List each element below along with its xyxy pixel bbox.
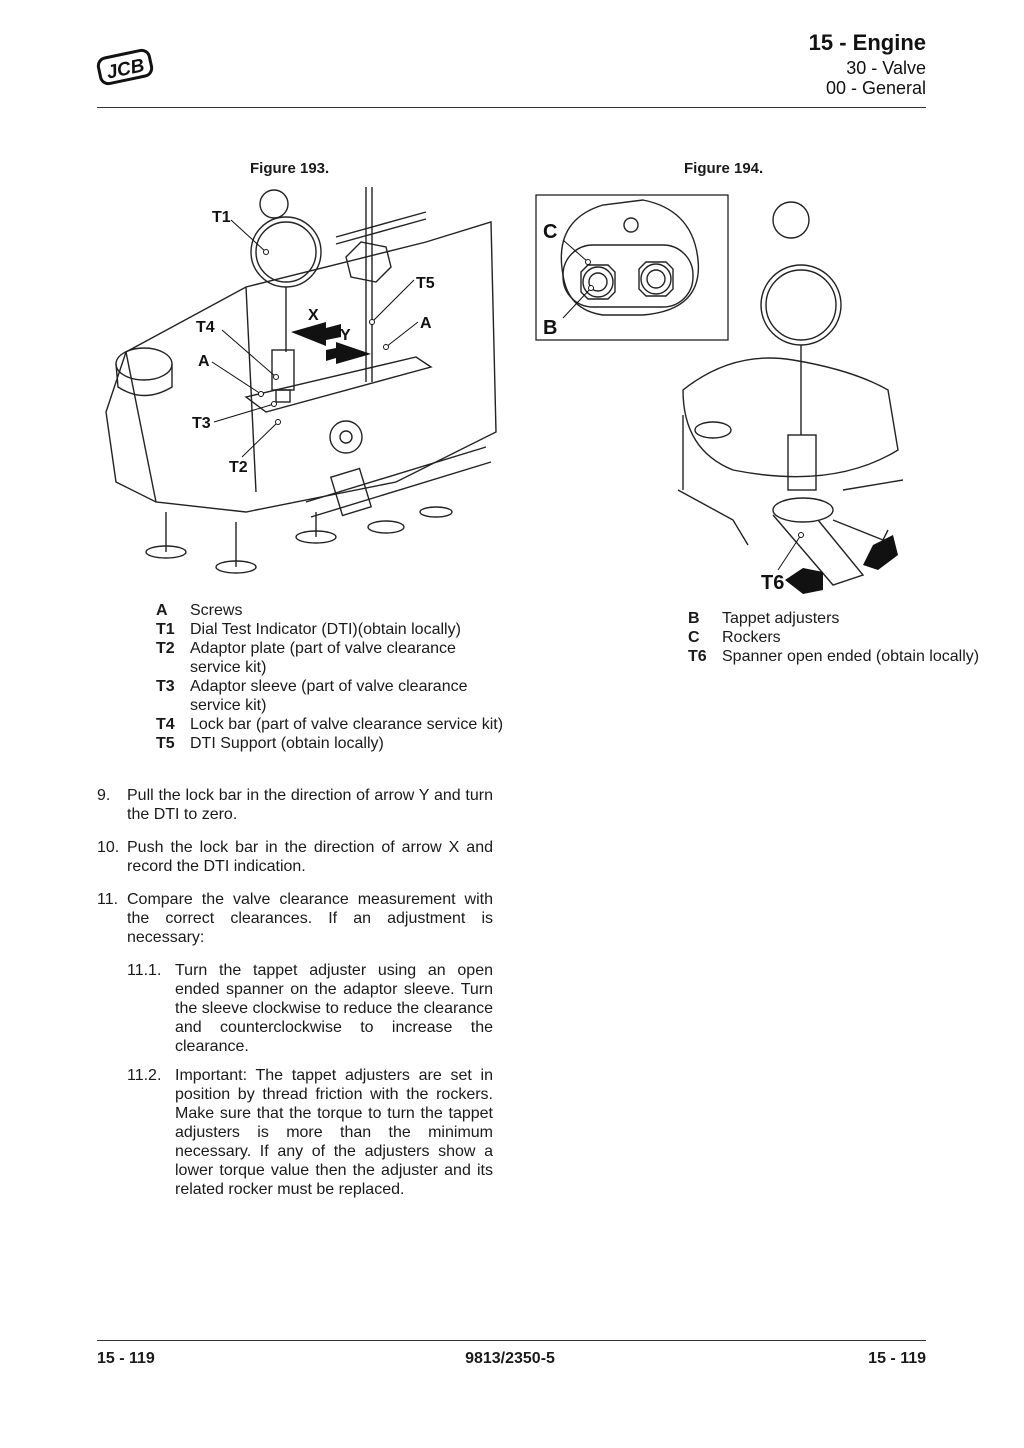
legend-text: Adaptor plate (part of valve clearance s… <box>190 640 456 676</box>
step-text: Push the lock bar in the direction of ar… <box>127 839 493 875</box>
procedure-step: 9. Pull the lock bar in the direction of … <box>97 786 493 824</box>
legend-text: Tappet adjusters <box>722 610 840 627</box>
document-number: 9813/2350-5 <box>465 1350 555 1367</box>
legend-text: Rockers <box>722 629 781 646</box>
callout-t6: T6 <box>761 572 784 594</box>
legend-item: T3 Adaptor sleeve (part of valve clearanc… <box>156 677 506 715</box>
step-text: Pull the lock bar in the direction of ar… <box>127 787 493 823</box>
step-text: Compare the valve clearance measurement … <box>127 891 493 946</box>
figure-193-legend: A Screws T1 Dial Test Indicator (DTI)(obta… <box>156 601 506 753</box>
legend-key: A <box>156 602 168 619</box>
legend-text: Spanner open ended (obtain locally) <box>722 648 980 665</box>
procedure-step: 10. Push the lock bar in the direction of… <box>97 838 493 876</box>
footer-divider <box>97 1340 926 1341</box>
substep-number: 11.1. <box>127 962 162 979</box>
procedure-steps: 9. Pull the lock bar in the direction of … <box>97 786 493 1209</box>
callout-t3: T3 <box>192 415 211 432</box>
page-number-left: 15 - 119 <box>97 1350 155 1367</box>
legend-key: B <box>688 610 700 627</box>
callout-x: X <box>308 307 319 324</box>
legend-item: B Tappet adjusters <box>688 609 1008 628</box>
legend-item: T1 Dial Test Indicator (DTI)(obtain local… <box>156 620 506 639</box>
tappet-adjuster-illustration: C B T6 <box>535 194 904 594</box>
figure-193: T1 T5 X A T4 Y A T3 T2 <box>96 182 501 592</box>
callout-t5: T5 <box>416 275 435 292</box>
jcb-logo-icon: JCB <box>96 48 154 86</box>
figure-194-caption: Figure 194. <box>684 160 764 177</box>
legend-text: Adaptor sleeve (part of valve clearance … <box>190 678 468 714</box>
legend-text: Screws <box>190 602 243 619</box>
callout-t1: T1 <box>212 209 231 226</box>
engine-valve-illustration: T1 T5 X A T4 Y A T3 T2 <box>105 187 497 574</box>
legend-key: C <box>688 629 700 646</box>
legend-item: C Rockers <box>688 628 1008 647</box>
callout-y: Y <box>340 327 351 344</box>
legend-item: T5 DTI Support (obtain locally) <box>156 734 506 753</box>
section-title: 15 - Engine <box>808 30 926 55</box>
legend-key: T5 <box>156 735 175 752</box>
procedure-step: 11. Compare the valve clearance measureme… <box>97 890 493 947</box>
legend-item: A Screws <box>156 601 506 620</box>
legend-text: Lock bar (part of valve clearance servic… <box>190 716 504 733</box>
legend-key: T4 <box>156 716 175 733</box>
callout-a-right: A <box>420 315 432 332</box>
procedure-substep: 11.2. Important: The tappet adjusters are… <box>127 1066 493 1199</box>
substep-text: Turn the tappet adjuster using an open e… <box>175 962 493 1055</box>
step-number: 11. <box>97 891 119 908</box>
jcb-logo: JCB <box>96 45 154 89</box>
legend-text: DTI Support (obtain locally) <box>190 735 384 752</box>
legend-item: T4 Lock bar (part of valve clearance serv… <box>156 715 506 734</box>
figure-193-caption: Figure 193. <box>250 160 330 177</box>
substep-text: Important: The tappet adjusters are set … <box>175 1067 493 1198</box>
legend-key: T1 <box>156 621 175 638</box>
legend-key: T3 <box>156 678 175 695</box>
callout-c: C <box>543 221 557 243</box>
section-subsection: 00 - General <box>825 78 926 98</box>
step-number: 10. <box>97 839 120 856</box>
callout-b: B <box>543 317 557 339</box>
figure-194-legend: B Tappet adjusters C Rockers T6 Spanner ope… <box>688 609 1008 666</box>
callout-t4: T4 <box>196 319 215 336</box>
step-number: 9. <box>97 787 111 804</box>
legend-item: T2 Adaptor plate (part of valve clearance… <box>156 639 506 677</box>
legend-key: T6 <box>688 648 707 665</box>
legend-item: T6 Spanner open ended (obtain locally) <box>688 647 1008 666</box>
legend-key: T2 <box>156 640 175 657</box>
callout-a-left: A <box>198 353 210 370</box>
header-divider <box>97 107 926 108</box>
page-number-right: 15 - 119 <box>868 1350 926 1367</box>
legend-text: Dial Test Indicator (DTI)(obtain locally… <box>190 621 461 638</box>
callout-t2: T2 <box>229 459 248 476</box>
substep-number: 11.2. <box>127 1067 162 1084</box>
section-subtitle: 30 - Valve <box>846 58 926 78</box>
figure-194: C B T6 <box>533 190 913 595</box>
procedure-substep: 11.1. Turn the tappet adjuster using an o… <box>127 961 493 1056</box>
